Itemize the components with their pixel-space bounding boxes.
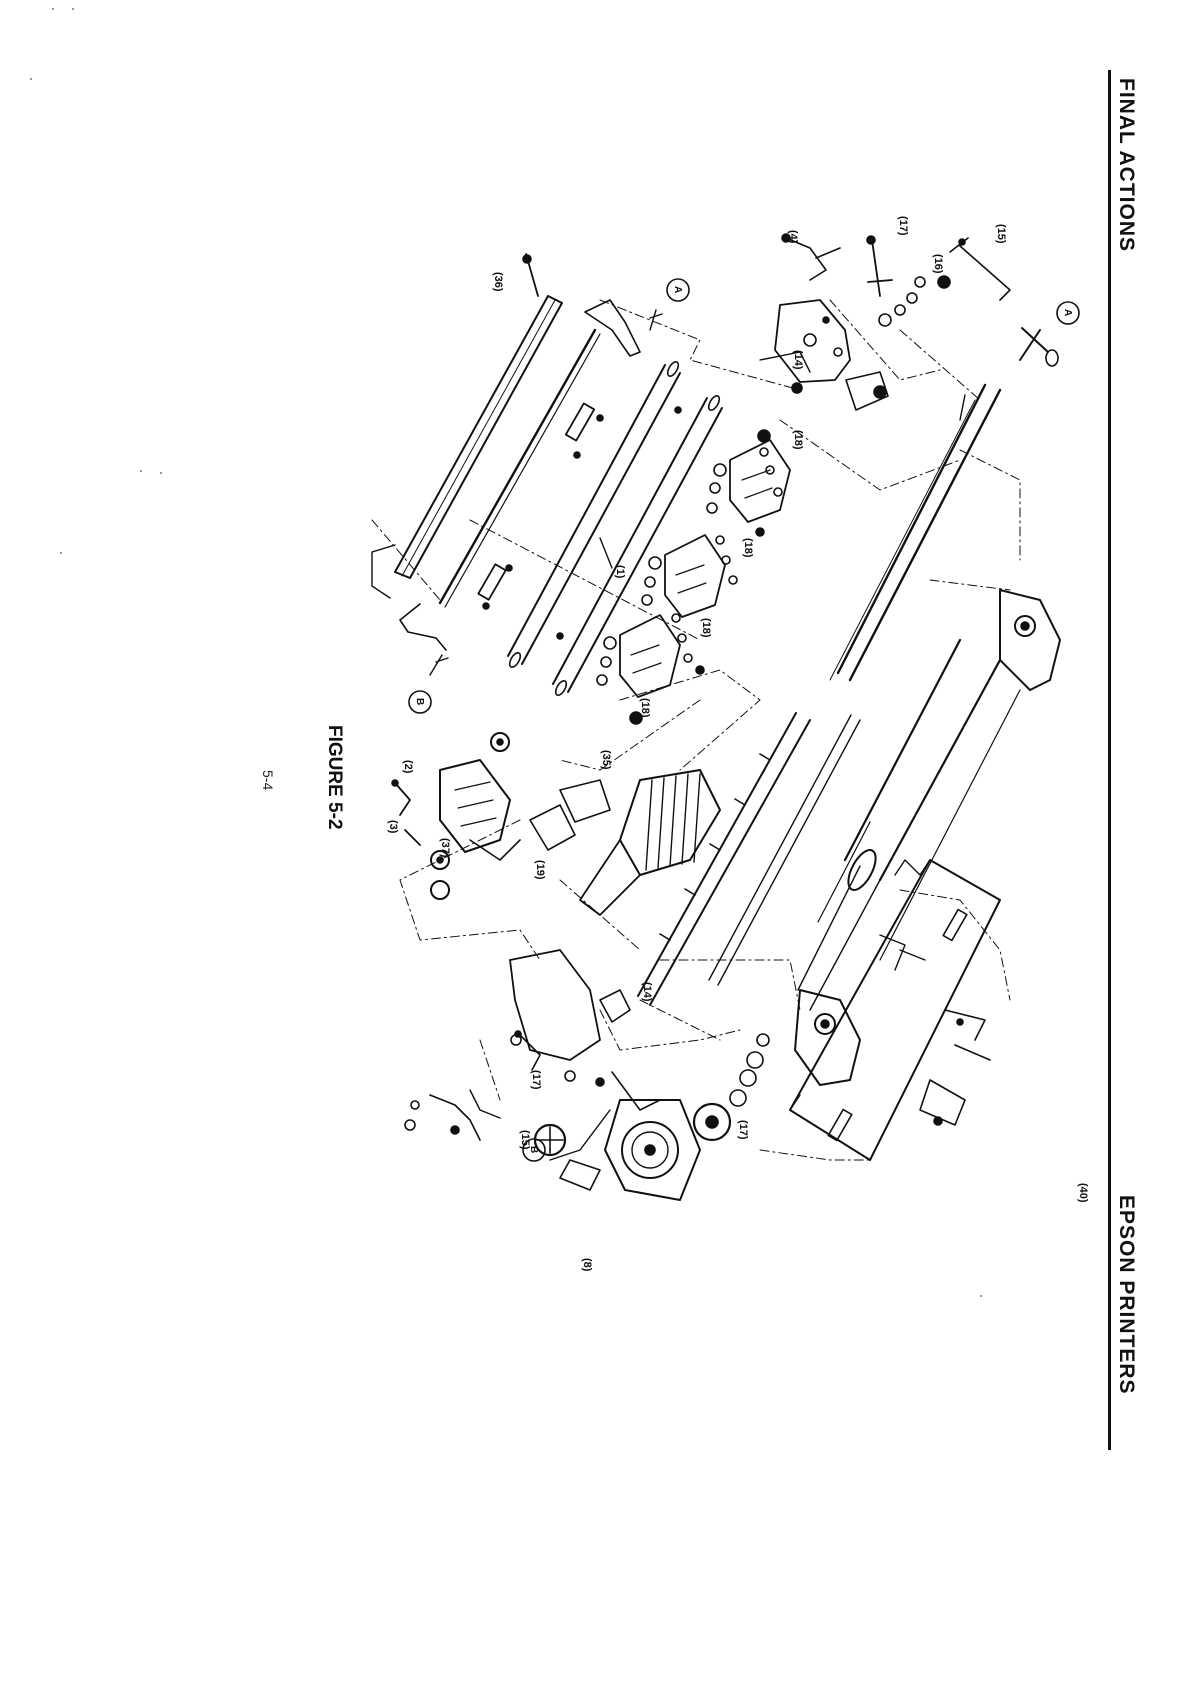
lower-small-parts [405,1031,540,1140]
callout-label: (8) [581,1258,593,1272]
callout-label: (15) [995,224,1007,244]
callout-label: (18) [639,698,651,718]
assembly-leader-lines [372,300,1020,1160]
paper-guide-plate [790,860,1000,1160]
paper-bail-assembly [372,254,662,675]
callout-label: (1) [614,565,626,579]
callout-label: (19) [534,860,546,880]
hex-shaft [638,713,810,1005]
circled-reference-labels: A A B B [409,279,1079,1161]
callout-label: (17) [737,1120,749,1140]
stepper-motor [535,1100,700,1200]
callout-label: (17) [897,216,909,236]
callout-label: (16) [932,254,944,274]
callout-label: (18) [742,538,754,558]
circle-ref-label: A [672,286,683,293]
callout-label: (18) [700,618,712,638]
guide-shaft [709,690,1020,985]
callout-label: (17) [530,1070,542,1090]
callout-label: (35) [600,750,612,770]
callout-label: (18) [792,430,804,450]
paper-guide-rail [830,385,1000,680]
carrier-frames [795,590,1060,1085]
callout-label: (40) [1077,1183,1089,1203]
callout-label: (14) [641,982,653,1002]
callout-label: (36) [492,272,504,292]
gear-stack [694,1034,769,1140]
callout-label: (2) [402,760,414,774]
callout-label: (4) [787,230,799,244]
callout-labels: (36) (4) (17) (16) (15) (14) (18) (18) (… [387,216,1089,1272]
callout-label: (14) [792,350,804,370]
right-side-frame-assembly [760,234,1058,410]
circle-ref-label: B [414,698,425,705]
platen-cylinder [798,640,1000,1010]
circle-ref-label: A [1062,309,1073,316]
callout-label: (37) [439,838,451,858]
callout-label: (3) [387,820,399,834]
circle-ref-label: B [528,1146,539,1153]
